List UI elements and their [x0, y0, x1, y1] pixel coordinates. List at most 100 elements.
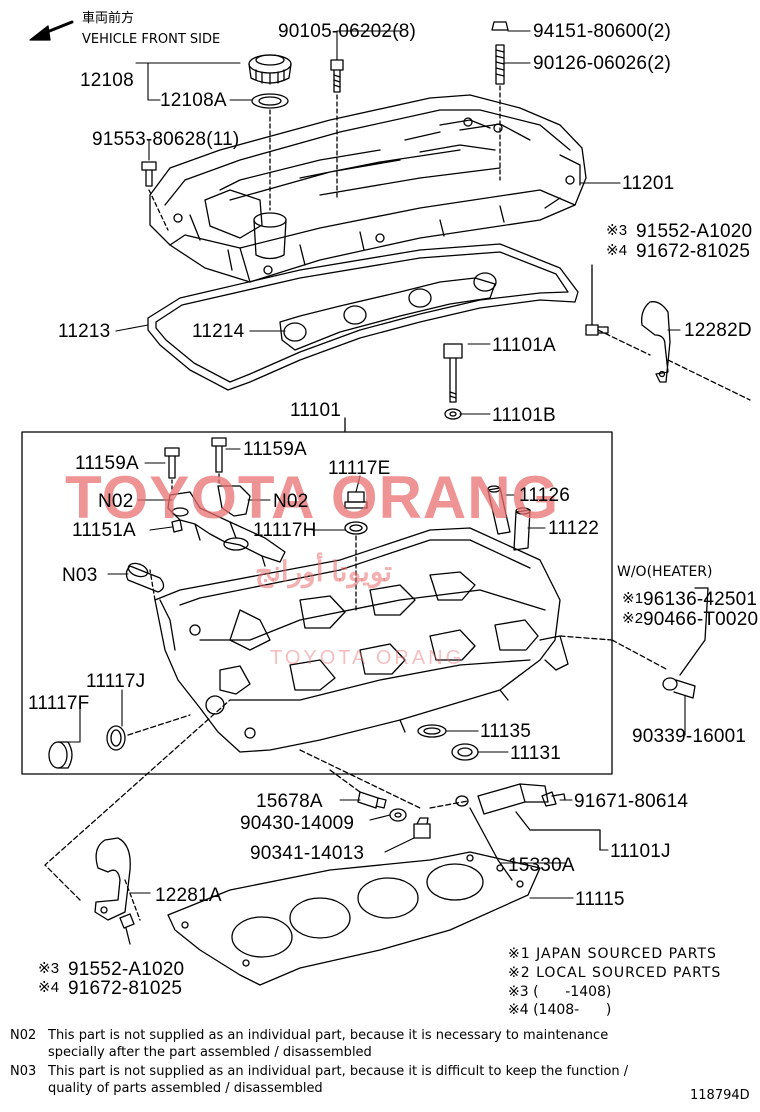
label-91552-bottom: 91552-A1020 [68, 959, 185, 980]
label-11117J: 11117J [86, 671, 146, 692]
bracket-12281A [44, 699, 231, 921]
plug-11117E [344, 491, 368, 509]
cylinder-head [154, 527, 569, 753]
label-N02-left: N02 [98, 491, 134, 512]
heater-fitting-90339 [662, 677, 696, 699]
label-12282D: 12282D [684, 320, 752, 341]
label-11126: 11126 [519, 485, 571, 506]
label-11117F: 11117F [28, 693, 90, 714]
label-91672-top: 91672-81025 [636, 241, 751, 262]
front-label-jp: 車両前方 [82, 11, 135, 26]
label-90466-mark: ※2 [622, 610, 644, 627]
label-96136: 96136-42501 [643, 589, 758, 610]
note-n02-line1: This part is not supplied as an individu… [48, 1028, 609, 1043]
label-11201: 11201 [622, 173, 675, 194]
label-11101B: 11101B [492, 405, 556, 426]
label-15330A: 15330A [508, 855, 575, 876]
stud-90126 [495, 44, 505, 85]
label-11159A-right: 11159A [243, 439, 307, 460]
bearing-cap-bolt-left [164, 447, 180, 479]
label-11117H: 11117H [253, 520, 317, 541]
label-91552-bottom-mark: ※3 [38, 960, 60, 977]
label-N02-right: N02 [273, 491, 309, 512]
cap-gasket [251, 93, 289, 109]
label-90341: 90341-14013 [250, 843, 365, 864]
label-91672-bottom: 91672-81025 [68, 978, 183, 999]
label-91552-top-mark: ※3 [606, 222, 628, 239]
gasket-11117H [344, 521, 368, 535]
legend-japan-sourced: ※1 JAPAN SOURCED PARTS [508, 946, 717, 962]
note-n03-code: N03 [10, 1064, 37, 1079]
label-12281A: 12281A [155, 885, 222, 906]
gasket-90430 [389, 808, 407, 822]
plug-11117J [106, 725, 126, 751]
label-11135: 11135 [480, 721, 532, 742]
label-11101: 11101 [290, 400, 342, 421]
bolt-90105 [330, 59, 344, 93]
vehicle-front-arrow-icon [29, 20, 74, 41]
cylinder-head-cover [149, 94, 587, 283]
valve-guide-11122 [513, 507, 531, 551]
label-11214: 11214 [192, 321, 245, 342]
bracket-12282D [641, 301, 751, 401]
part-N03 [125, 562, 165, 593]
label-11151A: 11151A [72, 520, 136, 541]
label-11213: 11213 [58, 321, 111, 342]
camshaft-bearing-cap [167, 485, 286, 567]
label-90339: 90339-16001 [632, 726, 747, 747]
label-91553: 91553-80628(11) [92, 129, 240, 150]
label-12108A: 12108A [160, 90, 227, 111]
gasket-11135 [417, 724, 447, 738]
label-90126: 90126-06026(2) [533, 53, 672, 74]
label-96136-mark: ※1 [622, 590, 644, 607]
label-91552-top: 91552-A1020 [636, 221, 753, 242]
label-91671: 91671-80614 [574, 791, 689, 812]
watermark-arabic: تويوتا أورانج [255, 556, 393, 587]
front-label-en: VEHICLE FRONT SIDE [82, 32, 221, 47]
label-94151: 94151-80600(2) [533, 21, 672, 42]
cylinder-head-gasket [167, 851, 541, 986]
label-11122: 11122 [548, 518, 600, 539]
plug-tube-gasket [279, 272, 497, 351]
cylinder-head-assembly-box [21, 417, 613, 775]
oil-filler-cap [248, 54, 292, 85]
label-12108: 12108 [80, 70, 134, 91]
label-11117E: 11117E [328, 458, 391, 479]
note-n02-code: N02 [10, 1028, 37, 1043]
note-n03-line1: This part is not supplied as an individu… [48, 1064, 629, 1079]
label-15678A: 15678A [256, 791, 323, 812]
bolt-91552-bottom [119, 913, 135, 945]
seal-11131 [451, 743, 479, 761]
oil-control-valve [455, 783, 549, 815]
plug-90341 [413, 817, 431, 839]
label-11115: 11115 [575, 889, 625, 910]
note-n03-line2: quality of parts assembled / disassemble… [48, 1081, 323, 1096]
label-91672-top-mark: ※4 [606, 242, 628, 259]
label-90466: 90466-T0020 [643, 609, 759, 630]
valve-guide-11126 [487, 485, 511, 535]
label-11131: 11131 [510, 743, 562, 764]
label-11159A-left: 11159A [75, 453, 139, 474]
bolt-91552-top [585, 264, 651, 356]
note-n02-line2: specially after the part assembled / dis… [48, 1045, 372, 1060]
label-N03: N03 [62, 565, 98, 586]
bearing-cap-bolt-right [211, 437, 227, 473]
watermark-subtext: TOYOTA ORANG [270, 647, 465, 669]
plug-11117F [48, 741, 73, 769]
nut-94151 [491, 21, 509, 31]
head-bolt-11101A [443, 343, 463, 403]
label-90430: 90430-14009 [240, 813, 355, 834]
legend-local-sourced: ※2 LOCAL SOURCED PARTS [508, 965, 722, 981]
bolt-91553 [141, 161, 157, 187]
watermark-text: TOYOTA ORANG [65, 464, 560, 531]
pin-11151A [171, 519, 183, 533]
diagram-id: 118794D [690, 1088, 750, 1103]
bolt-91671 [541, 791, 566, 807]
label-90105: 90105-06202(8) [278, 21, 417, 42]
head-cover-gasket [147, 243, 579, 391]
leader-lines [57, 30, 686, 899]
label-11101A: 11101A [492, 335, 556, 356]
label-wo-heater: W/O(HEATER) [617, 564, 713, 580]
legend-mark3: ※3 ( -1408) [508, 984, 612, 1000]
